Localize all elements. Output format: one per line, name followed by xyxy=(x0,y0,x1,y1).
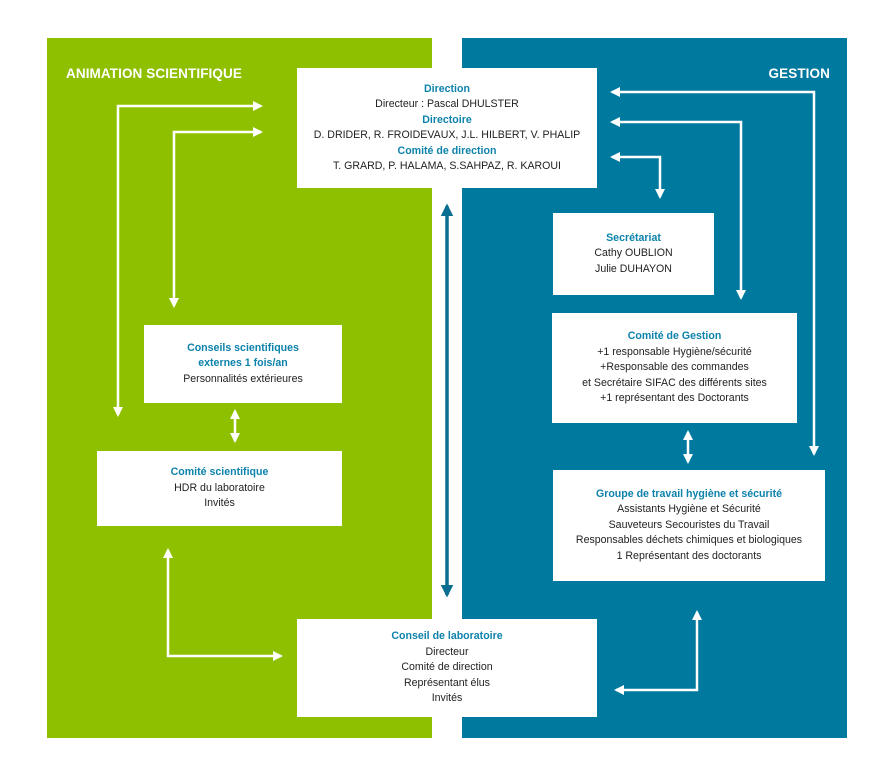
comite-gestion-line: et Secrétaire SIFAC des différents sites xyxy=(582,376,767,389)
direction-heading: Direction xyxy=(424,82,470,95)
groupe-hygiene-line: Responsables déchets chimiques et biolog… xyxy=(575,534,803,547)
conseil-laboratoire-line: Comité de direction xyxy=(401,661,493,674)
comite-gestion-line: +1 responsable Hygiène/sécurité xyxy=(597,345,752,358)
conseils-frequency: externes 1 fois/an xyxy=(198,357,288,370)
conseil-laboratoire-line: Représentant élus xyxy=(404,676,490,689)
animation-scientifique-title: ANIMATION SCIENTIFIQUE xyxy=(66,66,242,81)
comite-gestion-box: Comité de Gestion +1 responsable Hygiène… xyxy=(552,313,797,423)
secretariat-heading: Secrétariat xyxy=(606,231,661,244)
comite-scientifique-line: HDR du laboratoire xyxy=(174,481,265,494)
conseils-members: Personnalités extérieures xyxy=(183,372,303,385)
conseils-scientifiques-box: Conseils scientifiques externes 1 fois/a… xyxy=(144,325,342,403)
comite-gestion-line: +Responsable des commandes xyxy=(600,361,749,374)
secretariat-box: Secrétariat Cathy OUBLION Julie DUHAYON xyxy=(553,213,714,295)
conseil-laboratoire-heading: Conseil de laboratoire xyxy=(391,630,503,643)
comite-scientifique-line: Invités xyxy=(204,497,235,510)
groupe-hygiene-line: 1 Représentant des doctorants xyxy=(616,549,762,562)
director-line: Directeur : Pascal DHULSTER xyxy=(375,98,519,110)
secretariat-member: Julie DUHAYON xyxy=(595,262,672,275)
comite-gestion-heading: Comité de Gestion xyxy=(627,330,722,343)
directoire-members: D. DRIDER, R. FROIDEVAUX, J.L. HILBERT, … xyxy=(313,129,581,141)
conseil-laboratoire-box: Conseil de laboratoire Directeur Comité … xyxy=(297,619,597,717)
comite-scientifique-box: Comité scientifique HDR du laboratoire I… xyxy=(97,451,342,526)
comite-direction-heading: Comité de direction xyxy=(397,144,497,157)
comite-gestion-line: +1 représentant des Doctorants xyxy=(600,392,749,405)
conseil-laboratoire-line: Directeur xyxy=(425,645,469,658)
groupe-hygiene-box: Groupe de travail hygiène et sécurité As… xyxy=(553,470,825,581)
groupe-hygiene-heading: Groupe de travail hygiène et sécurité xyxy=(595,487,783,500)
gestion-title: GESTION xyxy=(768,66,830,81)
comite-scientifique-heading: Comité scientifique xyxy=(170,466,269,479)
groupe-hygiene-line: Assistants Hygiène et Sécurité xyxy=(617,503,761,516)
conseils-heading: Conseils scientifiques xyxy=(187,341,299,354)
comite-direction-members: T. GRARD, P. HALAMA, S.SAHPAZ, R. KAROUI xyxy=(332,160,561,172)
groupe-hygiene-line: Sauveteurs Secouristes du Travail xyxy=(608,518,770,531)
conseil-laboratoire-line: Invités xyxy=(431,692,463,705)
directoire-heading: Directoire xyxy=(422,113,472,126)
direction-box: Direction Directeur : Pascal DHULSTER Di… xyxy=(297,68,597,188)
secretariat-member: Cathy OUBLION xyxy=(594,247,673,260)
